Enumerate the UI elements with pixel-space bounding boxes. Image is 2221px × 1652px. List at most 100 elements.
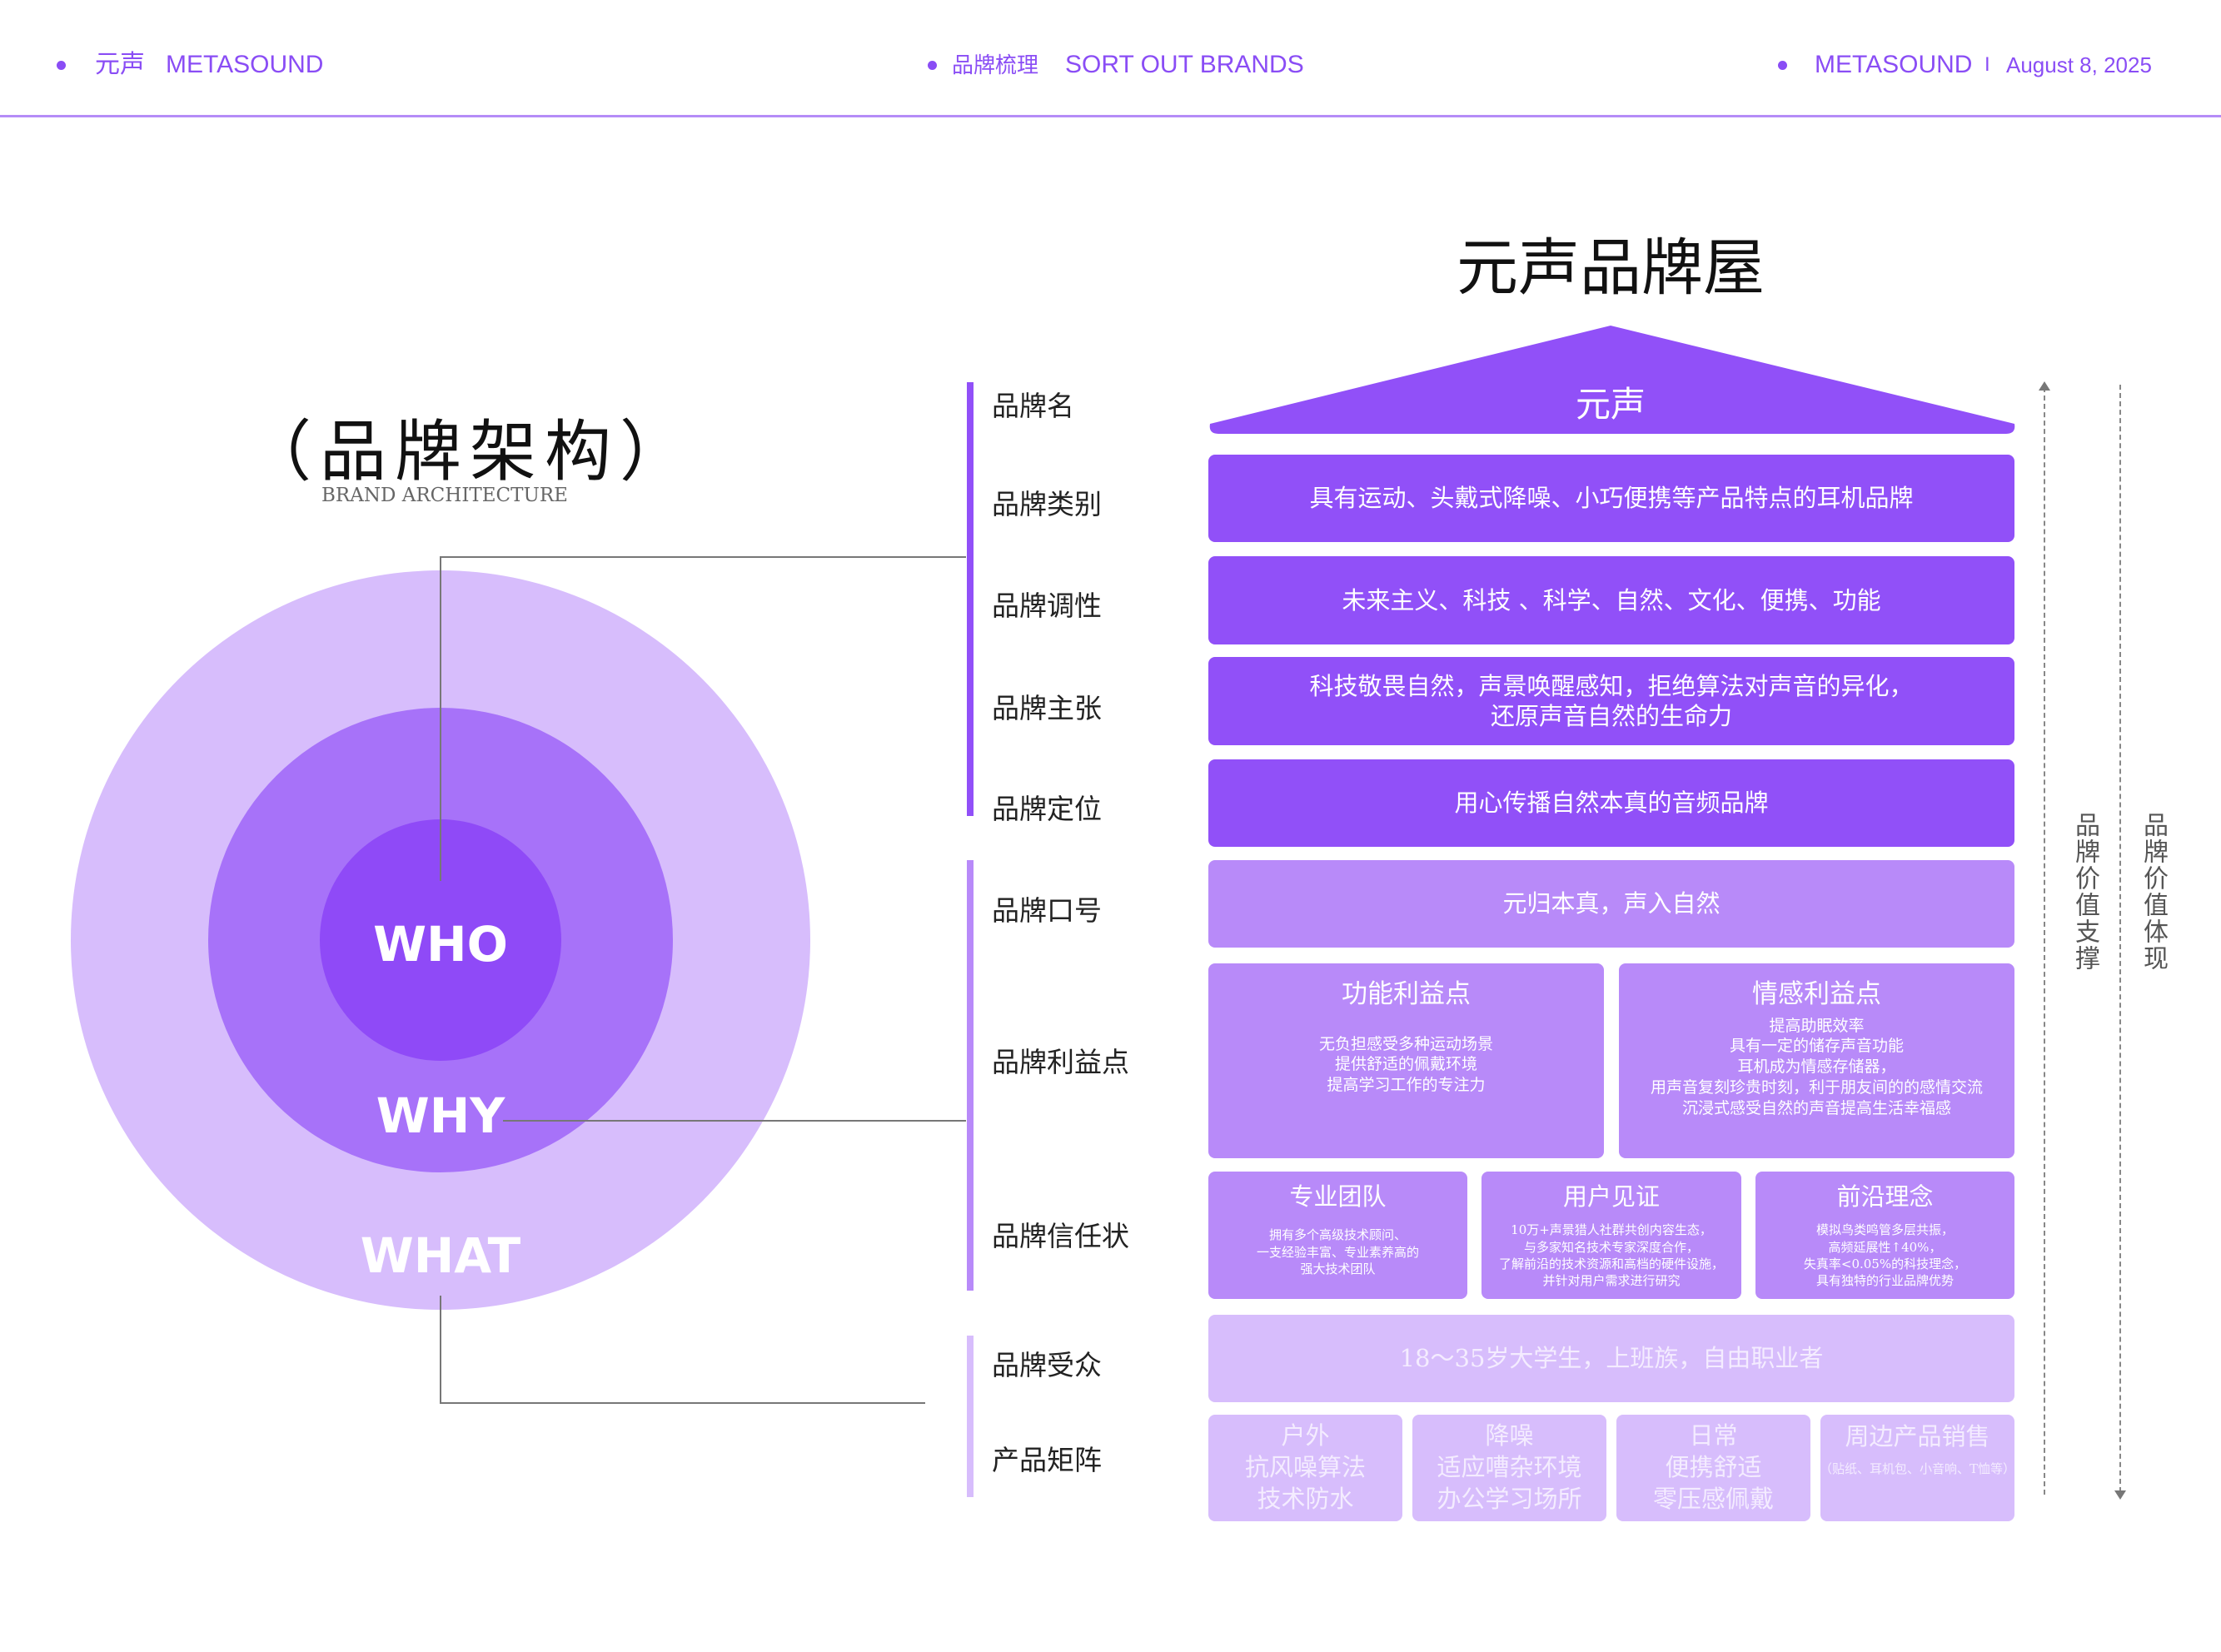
- trust-card-users: 用户见证 10万+声景猎人社群共创内容生态，与多家知名技术专家深度合作，了解前沿…: [1481, 1172, 1741, 1299]
- group-bar: [967, 382, 974, 816]
- product-line: 零压感佩戴: [1652, 1484, 1774, 1513]
- product-line: 办公学习场所: [1437, 1484, 1582, 1513]
- trust-card-concept: 前沿理念 模拟鸟类鸣管多层共振，高频延展性↑40%，失真率<0.05%的科技理念…: [1755, 1172, 2014, 1299]
- positioning-row: 用心传播自然本真的音频品牌: [1208, 759, 2014, 847]
- house-roof: [1209, 326, 2015, 434]
- label-brand-tone: 品牌调性: [992, 590, 1102, 622]
- tone-row: 未来主义、科技 、科学、自然、文化、便携、功能: [1208, 556, 2014, 644]
- label-brand-slogan: 品牌口号: [992, 894, 1102, 927]
- bullet-icon: [57, 61, 66, 70]
- card-title: 专业团队: [1289, 1182, 1387, 1211]
- label-brand-category: 品牌类别: [992, 488, 1102, 520]
- card-line: 了解前沿的技术资源和高档的硬件设施，: [1498, 1256, 1724, 1271]
- card-line: 一支经验丰富、专业素养高的: [1256, 1244, 1419, 1260]
- support-axis-label: 品牌价值支撑: [2070, 812, 2099, 972]
- tone-text: 未来主义、科技 、科学、自然、文化、便携、功能: [1342, 585, 1881, 615]
- architecture-title: （品牌架构）: [245, 413, 695, 490]
- product-title: 户外: [1281, 1421, 1330, 1450]
- product-card-daily: 日常便携舒适零压感佩戴: [1616, 1415, 1810, 1521]
- card-title: 前沿理念: [1836, 1182, 1934, 1211]
- card-line: 10万+声景猎人社群共创内容生态，: [1511, 1222, 1712, 1238]
- connector-line: [440, 556, 966, 558]
- connector-line: [440, 1402, 925, 1404]
- card-title: 功能利益点: [1342, 979, 1471, 1009]
- product-title: 周边产品销售: [1845, 1422, 1990, 1450]
- card-line: 提供舒适的佩戴环境: [1334, 1055, 1477, 1074]
- group-bar: [967, 860, 974, 1291]
- group-bar: [967, 1336, 974, 1497]
- card-line: 并针对用户需求进行研究: [1542, 1273, 1681, 1288]
- product-line: 适应嘈杂环境: [1437, 1453, 1582, 1482]
- functional-benefits-card: 功能利益点 无负担感受多种运动场景提供舒适的佩戴环境提高学习工作的专注力: [1208, 963, 1604, 1158]
- card-line: 高频延展性↑40%，: [1828, 1239, 1942, 1255]
- card-line: 用声音复刻珍贵时刻，利于朋友间的的感情交流: [1650, 1077, 1983, 1097]
- card-line: 具有独特的行业品牌优势: [1815, 1273, 1954, 1288]
- card-line: 拥有多个高级技术顾问、: [1268, 1227, 1407, 1243]
- card-line: 无负担感受多种运动场景: [1318, 1034, 1493, 1053]
- architecture-subtitle: BRAND ARCHITECTURE: [321, 485, 568, 506]
- label-brand-claim: 品牌主张: [992, 692, 1102, 724]
- connector-line: [440, 1296, 441, 1404]
- label-brand-benefits: 品牌利益点: [992, 1046, 1129, 1078]
- card-line: 提高学习工作的专注力: [1327, 1076, 1486, 1095]
- who-label: WHO: [373, 916, 508, 973]
- bullet-icon: [1778, 61, 1787, 70]
- value-axis: [2119, 385, 2121, 1492]
- card-title: 用户见证: [1562, 1182, 1660, 1211]
- label-brand-trust: 品牌信任状: [992, 1220, 1129, 1252]
- header-divider: [0, 115, 2221, 117]
- roof-label: 元声: [1575, 384, 1646, 425]
- card-line: 失真率<0.05%的科技理念，: [1803, 1256, 1967, 1271]
- header-section-en: SORT OUT BRANDS: [1065, 51, 1304, 78]
- product-card-anc: 降噪适应嘈杂环境办公学习场所: [1412, 1415, 1606, 1521]
- value-axis-label: 品牌价值体现: [2139, 812, 2168, 972]
- product-line: 便携舒适: [1665, 1453, 1762, 1482]
- header-right-brand: METASOUND: [1815, 51, 1973, 78]
- card-line: 与多家知名技术专家深度合作，: [1523, 1239, 1699, 1255]
- label-product-matrix: 产品矩阵: [992, 1444, 1102, 1476]
- product-card-outdoor: 户外抗风噪算法技术防水: [1208, 1415, 1402, 1521]
- product-line: （贴纸、耳机包、小音响、T恤等）: [1820, 1460, 2016, 1476]
- card-line: 耳机成为情感存储器，: [1737, 1057, 1896, 1077]
- audience-text: 18～35岁大学生，上班族，自由职业者: [1399, 1344, 1824, 1373]
- card-line: 沉浸式感受自然的声音提高生活幸福感: [1681, 1098, 1951, 1117]
- card-line: 模拟鸟类鸣管多层共振，: [1815, 1222, 1954, 1238]
- house-title: 元声品牌屋: [1457, 232, 1765, 304]
- category-text: 具有运动、头戴式降噪、小巧便携等产品特点的耳机品牌: [1309, 484, 1914, 513]
- bullet-icon: [928, 61, 937, 70]
- header-section-cn: 品牌梳理: [952, 52, 1039, 77]
- support-axis: [2044, 387, 2045, 1495]
- arrow-down-icon: [2114, 1490, 2126, 1500]
- why-label: WHY: [376, 1087, 505, 1144]
- positioning-text: 用心传播自然本真的音频品牌: [1454, 789, 1769, 818]
- connector-line: [503, 1120, 966, 1122]
- product-line: 技术防水: [1257, 1484, 1354, 1513]
- label-brand-positioning: 品牌定位: [992, 793, 1102, 825]
- emotional-benefits-card: 情感利益点 提高助眠效率具有一定的储存声音功能耳机成为情感存储器，用声音复刻珍贵…: [1619, 963, 2014, 1158]
- label-brand-audience: 品牌受众: [992, 1349, 1102, 1381]
- arrow-up-icon: [2039, 381, 2050, 391]
- claim-line: 还原声音自然的生命力: [1490, 702, 1732, 730]
- header-date: August 8, 2025: [2006, 52, 2152, 77]
- card-line: 具有一定的储存声音功能: [1729, 1037, 1904, 1056]
- card-line: 强大技术团队: [1300, 1261, 1376, 1276]
- product-card-merch: 周边产品销售 （贴纸、耳机包、小音响、T恤等）: [1820, 1415, 2016, 1521]
- claim-row: 科技敬畏自然，声景唤醒感知，拒绝算法对声音的异化，还原声音自然的生命力: [1208, 657, 2014, 745]
- header-brand-cn: 元声: [95, 51, 145, 78]
- product-title: 日常: [1689, 1421, 1738, 1450]
- slogan-text: 元归本真，声入自然: [1502, 889, 1721, 918]
- what-label: WHAT: [360, 1227, 521, 1284]
- header-brand-en: METASOUND: [166, 51, 324, 78]
- header-separator: I: [1984, 53, 1990, 76]
- product-line: 抗风噪算法: [1244, 1453, 1366, 1482]
- connector-line: [440, 556, 441, 881]
- card-title: 情感利益点: [1752, 979, 1881, 1009]
- claim-line: 科技敬畏自然，声景唤醒感知，拒绝算法对声音的异化，: [1309, 671, 1914, 700]
- audience-row: 18～35岁大学生，上班族，自由职业者: [1208, 1315, 2014, 1402]
- slogan-row: 元归本真，声入自然: [1208, 860, 2014, 948]
- card-line: 提高助眠效率: [1769, 1016, 1865, 1035]
- label-brand-name: 品牌名: [992, 390, 1074, 422]
- product-title: 降噪: [1485, 1421, 1534, 1450]
- category-row: 具有运动、头戴式降噪、小巧便携等产品特点的耳机品牌: [1208, 455, 2014, 542]
- trust-card-team: 专业团队 拥有多个高级技术顾问、一支经验丰富、专业素养高的强大技术团队: [1208, 1172, 1467, 1299]
